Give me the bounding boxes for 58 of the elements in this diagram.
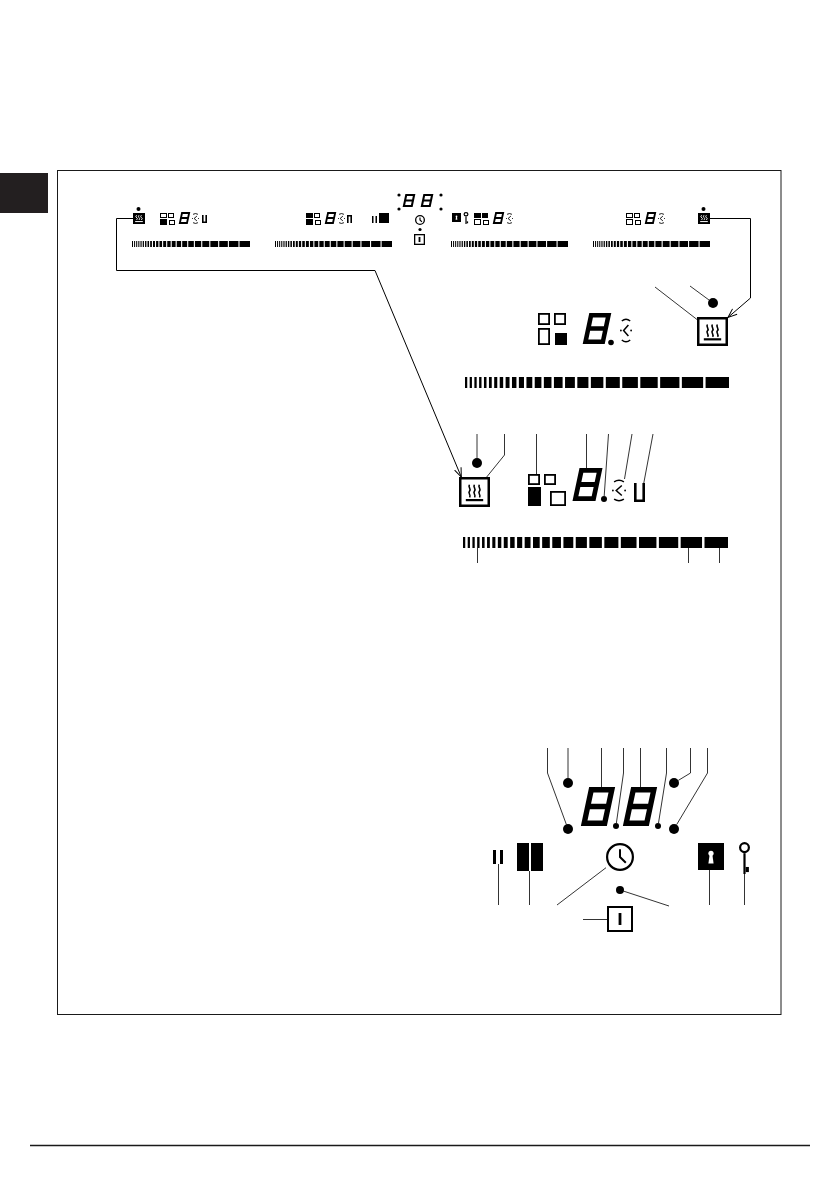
heat-waves-icon — [459, 477, 490, 507]
leader-line — [643, 433, 654, 484]
zone-squares-icon — [528, 474, 566, 506]
indicator-dot-icon — [472, 458, 482, 468]
leader-line — [654, 286, 698, 320]
leader-line — [744, 873, 745, 906]
leader-line — [529, 870, 530, 906]
leader-line — [688, 547, 689, 564]
decimal-point-icon — [601, 496, 607, 502]
leader-line — [658, 747, 667, 824]
indicator-dot-icon — [669, 824, 679, 834]
leader-line — [547, 747, 567, 825]
double-bar-icon — [517, 843, 543, 871]
keyhole-icon — [698, 843, 724, 870]
leader-line — [477, 547, 478, 564]
decimal-point-icon — [613, 823, 619, 829]
leader-line — [689, 285, 710, 301]
slider-segment — [680, 537, 703, 548]
heat-waves-icon — [697, 317, 728, 346]
leader-line — [601, 747, 602, 788]
seven-segment-digit-icon — [622, 787, 658, 826]
leader-line — [476, 433, 478, 459]
indicator-dot-icon — [669, 778, 679, 788]
decimal-point-icon — [655, 823, 661, 829]
leader-line — [640, 747, 641, 788]
seven-segment-digit-icon — [580, 787, 616, 826]
leader-line — [586, 433, 587, 469]
indicator-dot-icon — [708, 298, 718, 308]
leader-line — [486, 433, 505, 478]
leader-line — [624, 433, 633, 480]
leader-line — [616, 747, 624, 824]
connector-arrow — [116, 218, 462, 478]
indicator-dot-icon — [563, 824, 573, 834]
heat-waves-icon — [698, 213, 710, 224]
seven-segment-digit-icon — [572, 468, 603, 501]
connector-arrow — [709, 218, 751, 318]
leader-line — [623, 890, 670, 907]
leader-line — [677, 747, 691, 781]
leader-line — [582, 919, 608, 920]
slider-segment — [704, 537, 728, 548]
leader-line — [676, 747, 708, 826]
u-symbol-icon — [634, 483, 645, 502]
indicator-dot-icon — [616, 886, 624, 894]
leader-line — [556, 867, 607, 906]
power-button-icon — [607, 906, 633, 932]
leader-line — [603, 433, 609, 497]
wave-symbol-icon — [612, 479, 626, 502]
leader-line — [719, 547, 720, 564]
leader-line — [709, 869, 710, 906]
pause-icon — [493, 850, 503, 864]
leader-line — [536, 433, 537, 475]
leader-line — [498, 863, 499, 906]
key-icon — [739, 842, 750, 874]
clock-icon — [606, 843, 634, 871]
leader-line — [567, 747, 569, 779]
slider-segment — [477, 537, 480, 548]
indicator-dot-icon — [563, 778, 573, 788]
heat-waves-icon — [133, 213, 145, 224]
